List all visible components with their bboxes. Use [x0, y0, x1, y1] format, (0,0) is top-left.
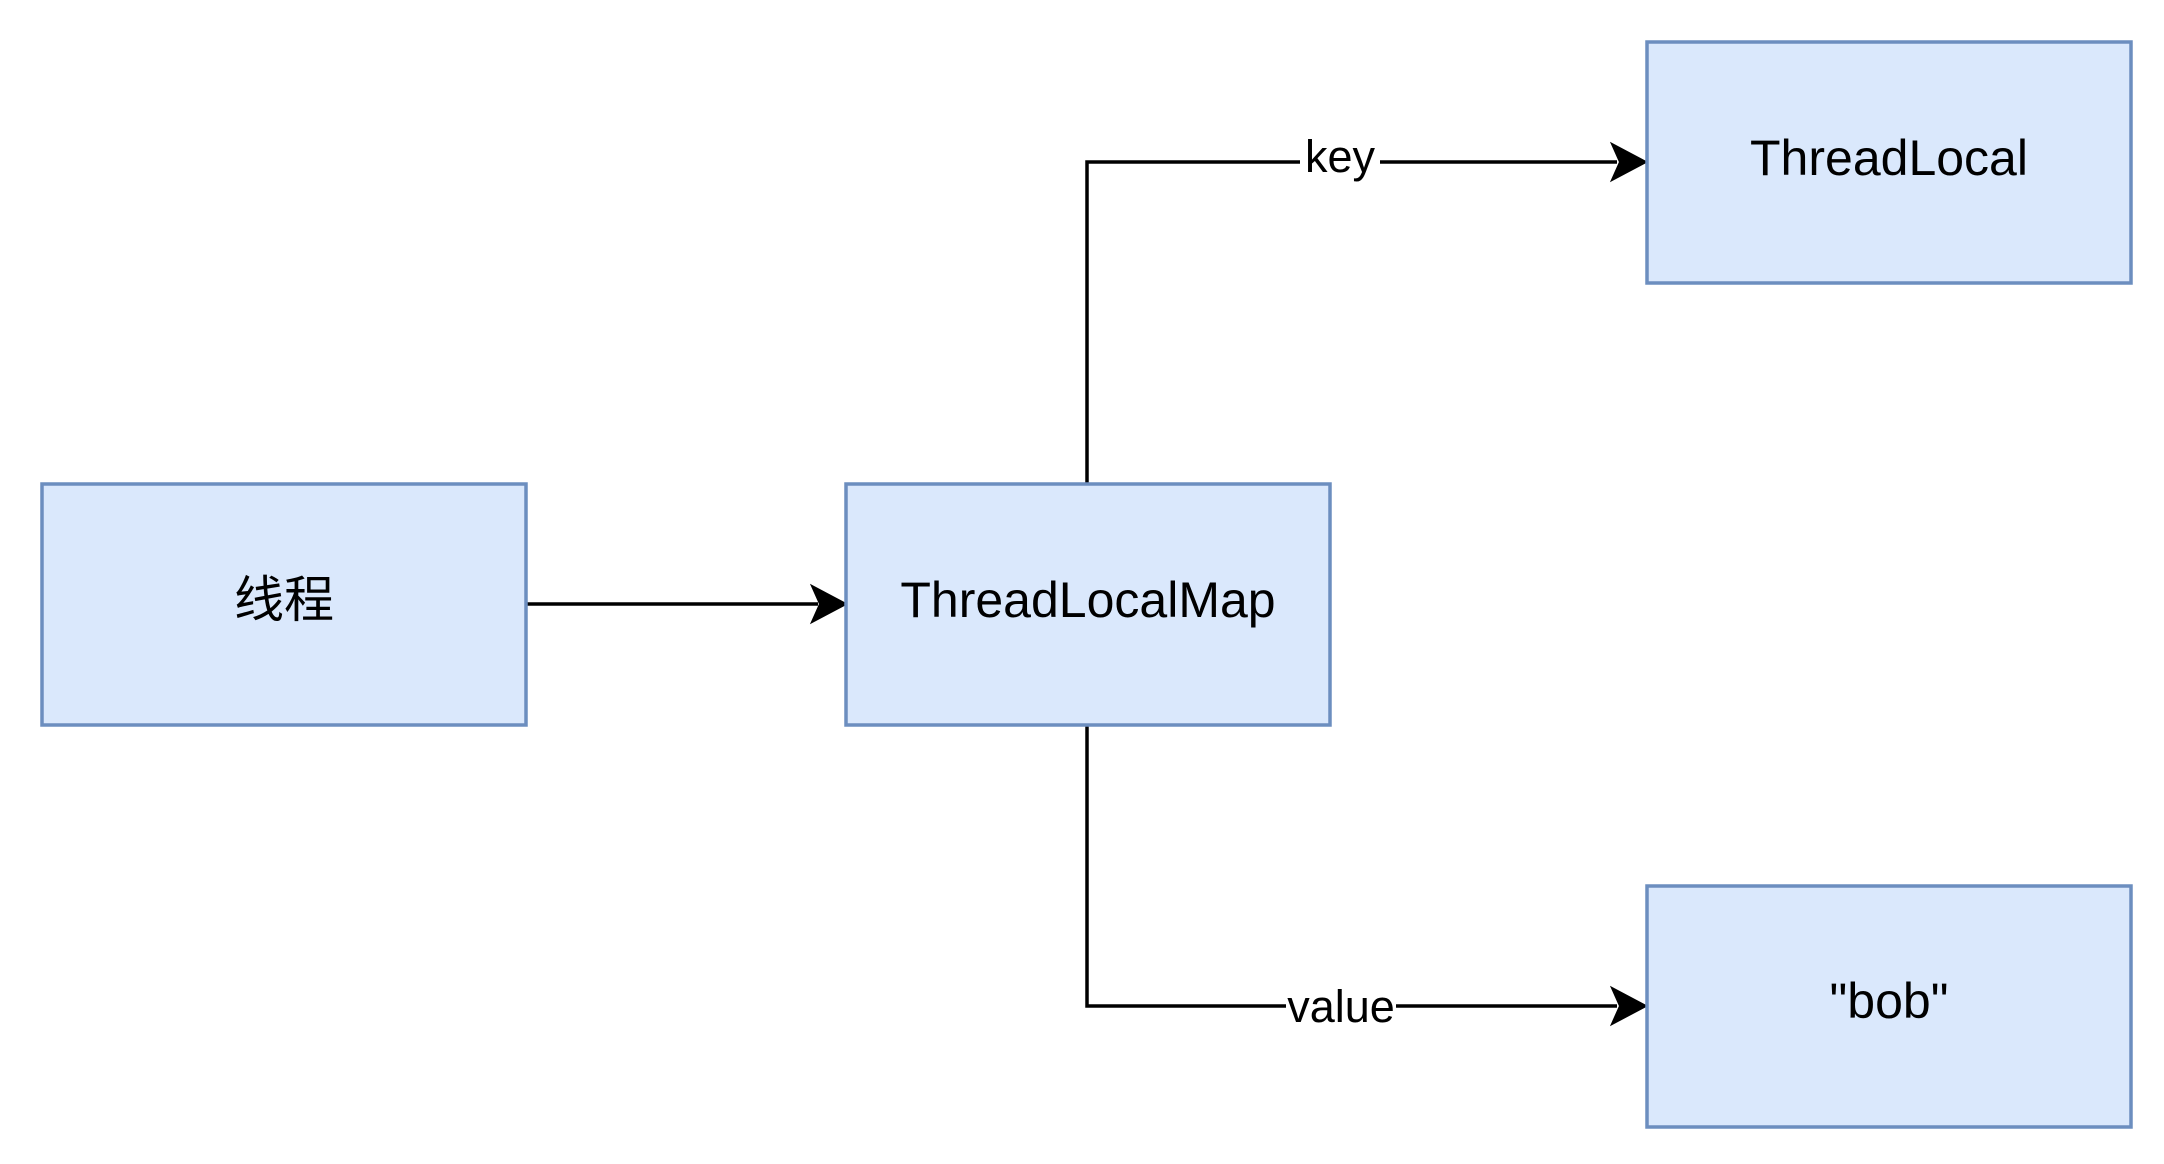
- edge-threadlocalmap-to-bob: value: [1085, 726, 1649, 1032]
- node-thread: 线程: [40, 482, 528, 727]
- node-threadlocalmap-label: ThreadLocalMap: [900, 572, 1275, 628]
- node-threadlocal: ThreadLocal: [1645, 40, 2133, 285]
- node-thread-label: 线程: [234, 572, 334, 628]
- node-bob: "bob": [1645, 884, 2133, 1129]
- edge-label-key: key: [1305, 131, 1376, 182]
- node-bob-label: "bob": [1830, 973, 1949, 1029]
- arrow-head-icon: [1609, 985, 1649, 1027]
- node-threadlocalmap: ThreadLocalMap: [844, 482, 1332, 727]
- edge-threadlocalmap-to-threadlocal: key: [1085, 131, 1649, 483]
- arrow-head-icon: [1609, 141, 1649, 183]
- arrow-head-icon: [809, 583, 849, 625]
- edge-label-value: value: [1287, 981, 1395, 1032]
- node-threadlocal-label: ThreadLocal: [1750, 130, 2028, 186]
- edge-thread-to-threadlocalmap: [526, 583, 849, 625]
